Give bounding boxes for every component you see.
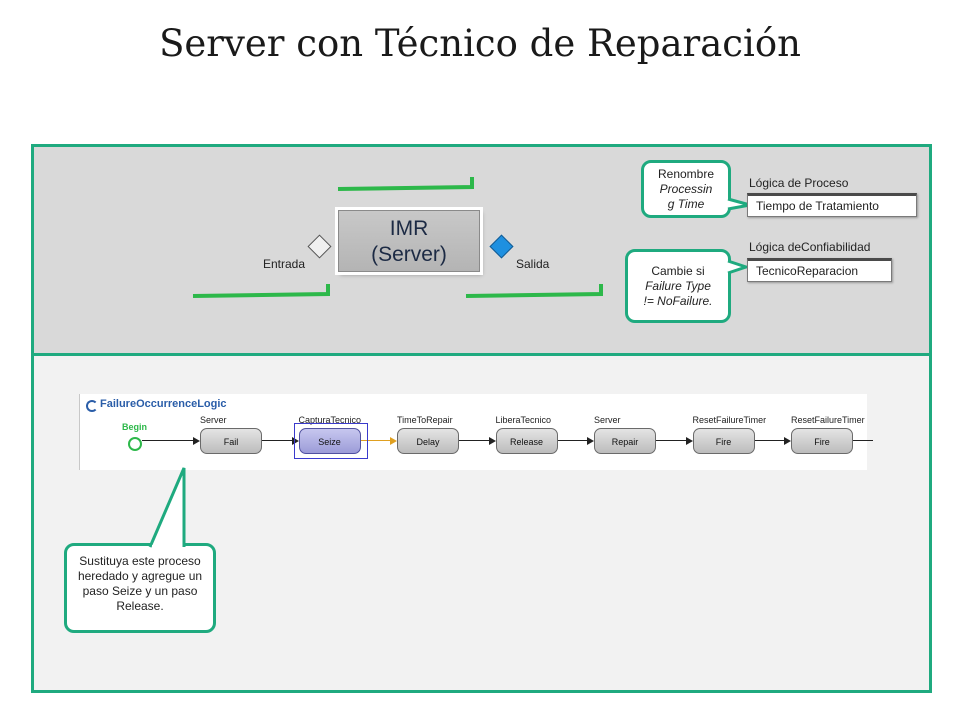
connector xyxy=(360,440,390,441)
step-fire[interactable]: Fire xyxy=(791,428,853,454)
step-object-label: CapturaTecnico xyxy=(298,415,362,425)
path-lines xyxy=(192,177,603,298)
process-name: FailureOccurrenceLogic xyxy=(100,398,227,410)
path-output[interactable] xyxy=(465,284,603,298)
step-object-label: Server xyxy=(594,415,621,425)
callout-change-line1: Cambie si xyxy=(651,264,705,278)
process-icon xyxy=(86,400,98,412)
callout-rename: Renombre Processin g Time xyxy=(641,160,731,218)
callout-change-line3: != NoFailure. xyxy=(643,294,713,308)
connector xyxy=(459,440,489,441)
server-type: (Server) xyxy=(371,243,447,266)
connector xyxy=(754,440,784,441)
connector-arrow xyxy=(193,437,200,445)
step-delay[interactable]: Delay xyxy=(397,428,459,454)
step-object-label: LiberaTecnico xyxy=(495,415,552,425)
path-input[interactable] xyxy=(192,284,330,298)
connector-arrow xyxy=(390,437,397,445)
step-object-label: ResetFailureTimer xyxy=(692,415,767,425)
process-logic-label: Lógica de Proceso xyxy=(749,176,849,190)
connector xyxy=(557,440,587,441)
callout-change-tail xyxy=(727,259,751,275)
connector-arrow xyxy=(587,437,594,445)
processing-time-field[interactable]: Tiempo de Tratamiento xyxy=(747,193,917,217)
step-object-label: TimeToRepair xyxy=(397,415,453,425)
callout-rename-line2: Processin xyxy=(659,182,713,196)
step-object-label: Server xyxy=(200,415,227,425)
connector-arrow xyxy=(291,437,299,445)
slide-title: Server con Técnico de Reparación xyxy=(159,22,801,65)
reliability-logic-label: Lógica deConfiabilidad xyxy=(749,240,871,254)
input-label: Entrada xyxy=(263,257,306,271)
callout-replace: Sustituya este proceso heredado y agregu… xyxy=(64,543,216,633)
callout-rename-line3: g Time xyxy=(667,197,705,211)
step-seize[interactable]: Seize xyxy=(298,428,361,454)
server-object[interactable]: IMR (Server) xyxy=(338,210,480,272)
connector xyxy=(262,440,292,441)
connector-arrow xyxy=(488,437,496,445)
connector-arrow xyxy=(685,437,693,445)
callout-change-line2: Failure Type xyxy=(645,279,711,293)
step-fail[interactable]: Fail xyxy=(200,428,262,454)
begin-node[interactable] xyxy=(128,437,142,451)
output-label: Salida xyxy=(516,257,550,271)
callout-rename-line1: Renombre xyxy=(657,167,715,181)
connector xyxy=(142,440,193,441)
step-release[interactable]: Release xyxy=(495,428,558,454)
connector xyxy=(656,440,686,441)
begin-label: Begin xyxy=(122,422,148,432)
callout-change: Cambie si Failure Type != NoFailure. xyxy=(625,249,731,323)
facility-view: IMR (Server) Entrada Salida Renombre Pro… xyxy=(34,147,929,356)
failure-type-field[interactable]: TecnicoReparacion xyxy=(747,258,892,282)
step-object-label: ResetFailureTimer xyxy=(791,415,865,425)
step-fire[interactable]: Fire xyxy=(692,428,755,454)
path-top[interactable] xyxy=(337,177,474,191)
selection-frame xyxy=(294,423,368,459)
server-name: IMR xyxy=(389,217,429,240)
connector xyxy=(853,440,873,441)
connector-arrow xyxy=(784,437,791,445)
step-repair[interactable]: Repair xyxy=(594,428,656,454)
